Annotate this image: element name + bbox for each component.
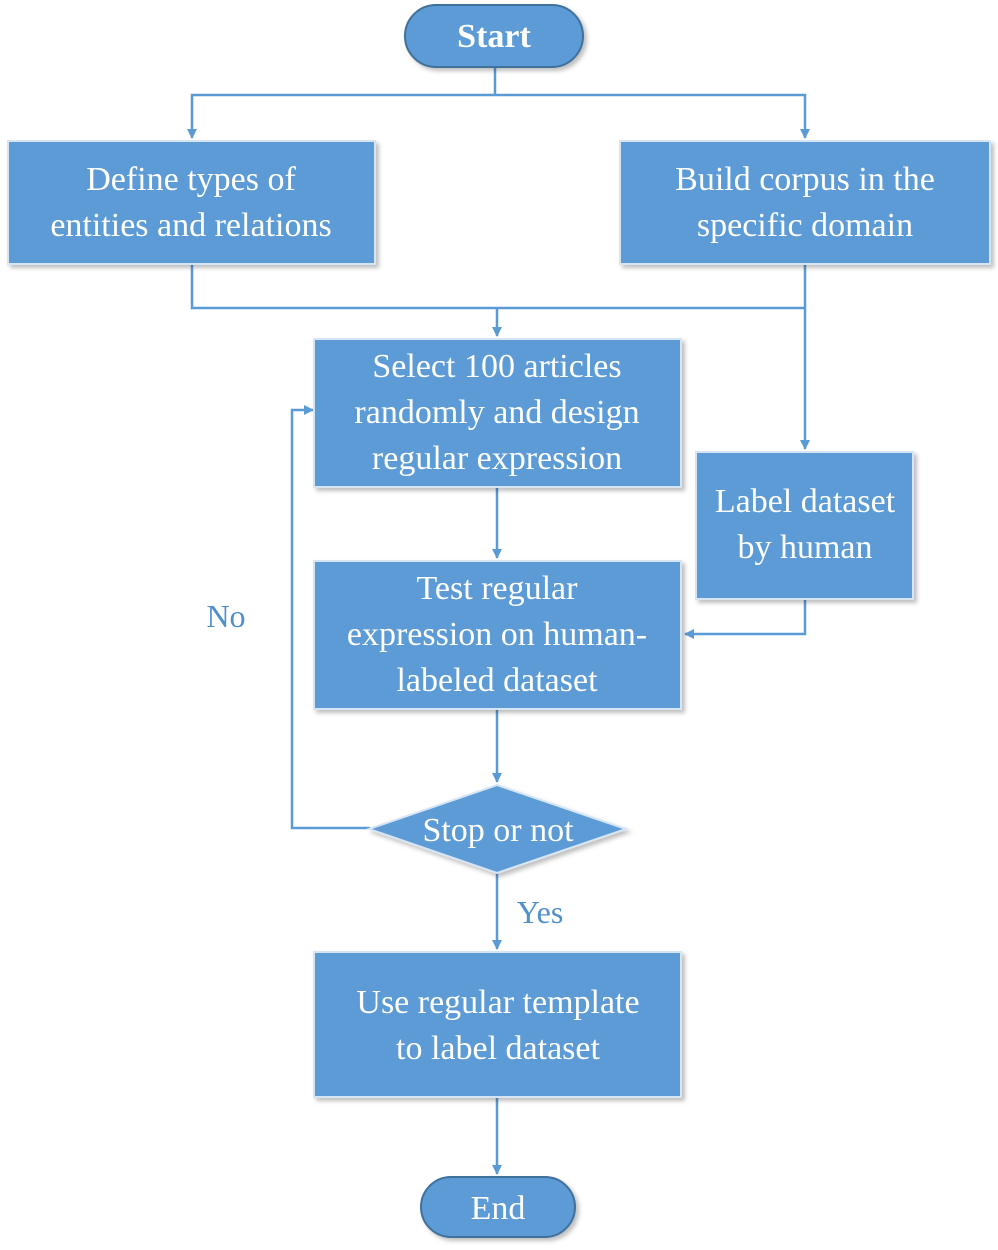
start-terminator <box>404 4 584 68</box>
stop-decision-diamond <box>365 783 630 875</box>
define-types-line-1: Define types of <box>86 161 296 198</box>
select-articles-shape <box>313 338 682 488</box>
label-dataset-line-2: by human <box>737 529 872 566</box>
select-articles-line-3: regular expression <box>372 440 622 477</box>
label-dataset-box <box>695 451 914 600</box>
test-regex-shape <box>313 560 682 710</box>
test-regex-line-1: Test regular <box>417 570 579 607</box>
test-regex-line-2: expression on human- <box>347 616 647 653</box>
start-label: Start <box>457 18 531 55</box>
connector-label-test <box>684 600 807 639</box>
connector-decision-no-loop <box>290 405 370 830</box>
test-regex-line-3: labeled dataset <box>396 662 598 699</box>
define-types-box <box>7 140 376 265</box>
connector-split-build <box>495 93 810 139</box>
select-articles-line-2: randomly and design <box>354 394 639 431</box>
use-template-shape <box>313 951 682 1098</box>
build-corpus-line-1: Build corpus in the <box>675 161 935 198</box>
use-template-line-2: to label dataset <box>396 1030 600 1067</box>
select-articles-line-1: Select 100 articles <box>372 348 621 385</box>
build-corpus-line-2: specific domain <box>697 207 913 244</box>
define-types-shape <box>7 140 376 265</box>
build-corpus-shape <box>619 140 991 265</box>
end-label: End <box>471 1190 526 1227</box>
use-template-line-1: Use regular template <box>356 984 639 1021</box>
stop-decision-shape <box>365 783 630 875</box>
stop-decision-label: Stop or not <box>422 812 574 849</box>
edge-label-yes: Yes <box>517 894 564 930</box>
end-shape <box>420 1176 576 1238</box>
label-dataset-shape <box>695 451 914 600</box>
build-corpus-box <box>619 140 991 265</box>
select-articles-box <box>313 338 682 488</box>
define-types-line-2: entities and relations <box>50 207 331 244</box>
edge-label-no: No <box>206 598 245 634</box>
use-template-box <box>313 951 682 1098</box>
connector-split-define <box>187 93 495 139</box>
connectors <box>187 68 810 1175</box>
connector-define-merge <box>190 265 805 310</box>
test-regex-box <box>313 560 682 710</box>
end-terminator <box>420 1176 576 1238</box>
start-shape <box>404 4 584 68</box>
label-dataset-line-1: Label dataset <box>715 483 896 520</box>
